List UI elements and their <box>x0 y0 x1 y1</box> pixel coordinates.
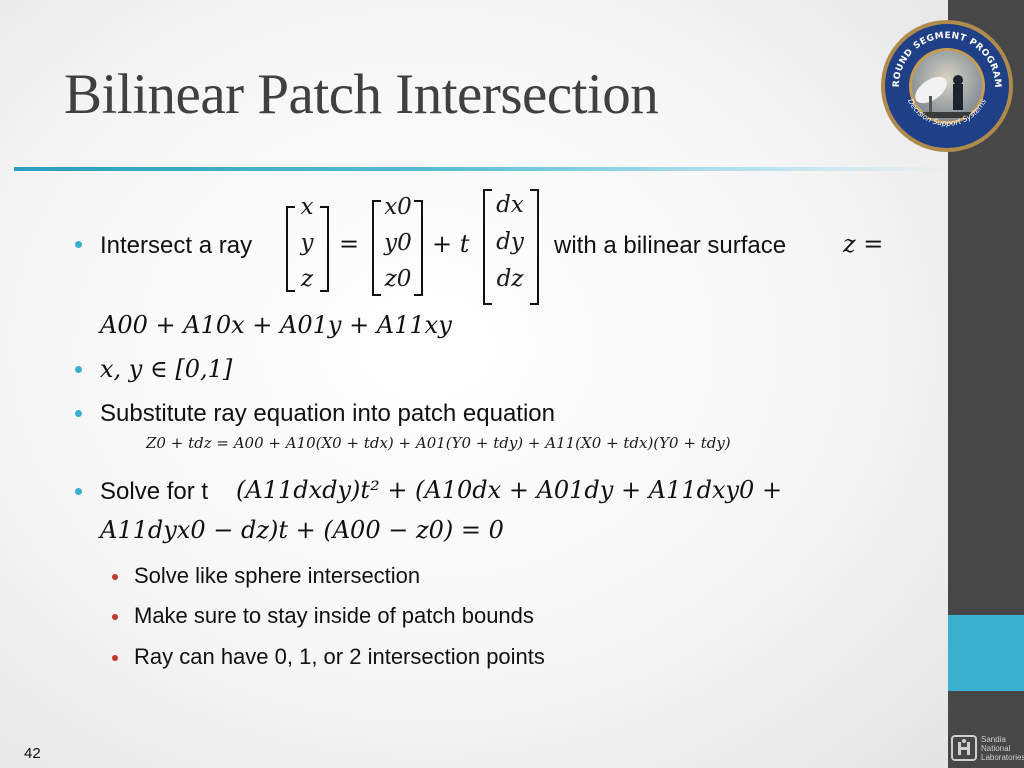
matrix-origin-cell: z0 <box>384 266 412 292</box>
quadratic-equation-line-1: (A11dxdy)t² + (A10dx + A01dy + A11dxy0 + <box>236 476 783 504</box>
domain-constraint: x, y ∈ [0,1] <box>100 355 233 383</box>
slide-background <box>0 0 948 768</box>
sandia-logo <box>951 735 977 761</box>
matrix-bracket-left <box>372 200 381 296</box>
bullet-4-prefix: Solve for t <box>100 478 209 505</box>
ground-segment-programs-logo: GROUND SEGMENT PROGRAMS Decision Support… <box>879 18 1013 152</box>
plus-t: + t <box>432 230 470 258</box>
matrix-bracket-right <box>530 189 539 305</box>
matrix-direction-cell: dy <box>496 229 524 255</box>
equals-sign: = <box>339 230 360 258</box>
matrix-lhs-cell: y <box>300 230 314 256</box>
matrix-bracket-right <box>320 206 329 292</box>
matrix-direction-cell: dz <box>496 266 524 292</box>
sub-bullet-dot <box>112 655 118 661</box>
sub-bullet-1: Solve like sphere intersection <box>134 563 421 588</box>
sub-bullet-dot <box>112 574 118 580</box>
sub-bullet-3: Ray can have 0, 1, or 2 intersection poi… <box>134 644 545 669</box>
bullet-1-suffix: with a bilinear surface <box>554 232 787 259</box>
accent-block <box>948 615 1024 691</box>
sub-bullet-2: Make sure to stay inside of patch bounds <box>134 603 534 628</box>
bullet-3-text: Substitute ray equation into patch equat… <box>100 400 555 427</box>
matrix-bracket-right <box>414 200 423 296</box>
matrix-bracket-left <box>286 206 295 292</box>
surface-lhs: z = <box>843 230 884 258</box>
bullet-dot <box>75 366 82 373</box>
matrix-lhs-cell: z <box>300 266 314 292</box>
matrix-origin-cell: y0 <box>384 230 412 256</box>
matrix-lhs-cell: x <box>300 194 314 220</box>
bullet-dot <box>75 488 82 495</box>
sub-bullet-dot <box>112 614 118 620</box>
bullet-dot <box>75 410 82 417</box>
bilinear-surface-equation: A00 + A10x + A01y + A11xy <box>100 311 452 339</box>
sandia-line-2: National <box>981 744 1011 753</box>
substituted-equation: Z0 + tdz = A00 + A10(X0 + tdx) + A01(Y0 … <box>146 434 731 452</box>
slide-title: Bilinear Patch Intersection <box>64 63 659 126</box>
sandia-line-3: Laboratories <box>981 753 1024 762</box>
bullet-1-prefix: Intersect a ray <box>100 232 253 259</box>
matrix-direction-cell: dx <box>496 192 524 218</box>
sandia-line-1: Sandia <box>981 735 1006 744</box>
title-underline <box>14 167 950 171</box>
matrix-origin-cell: x0 <box>384 194 412 220</box>
page-number: 42 <box>24 745 41 762</box>
quadratic-equation-line-2: A11dyx0 − dz)t + (A00 − z0) = 0 <box>100 516 504 544</box>
bullet-dot <box>75 241 82 248</box>
matrix-bracket-left <box>483 189 492 305</box>
